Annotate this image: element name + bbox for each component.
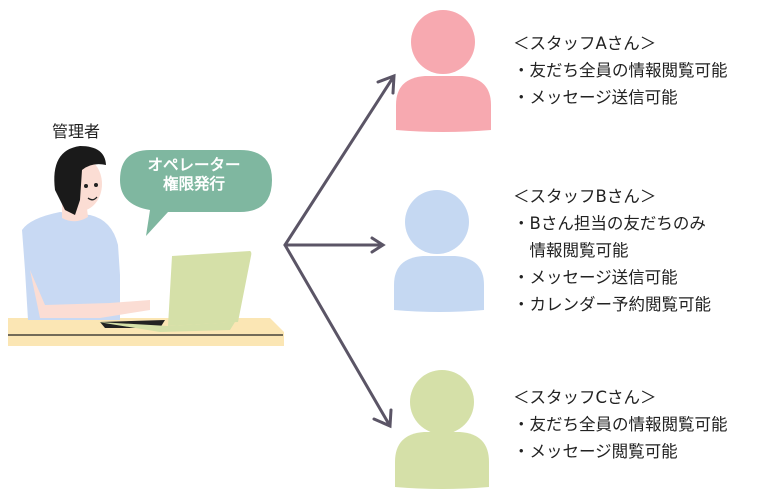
staff-a-avatar-icon [396, 10, 491, 132]
staff-c-avatar-icon [395, 370, 489, 489]
staff-c-text: ＜スタッフCさん＞ ・友だち全員の情報閲覧可能 ・メッセージ閲覧可能 [513, 384, 728, 465]
permission-item: ・Bさん担当の友だちのみ [513, 214, 706, 233]
permission-item: ・カレンダー予約閲覧可能 [513, 295, 711, 314]
staff-title: ＜スタッフBさん＞ [513, 187, 657, 206]
permission-item: ・メッセージ送信可能 [513, 268, 678, 287]
permission-item: ・メッセージ閲覧可能 [513, 442, 678, 461]
bubble-line-1: オペレーター [147, 156, 241, 174]
permission-item: ・メッセージ送信可能 [513, 88, 678, 107]
staff-b-avatar-icon [394, 190, 484, 312]
arrows [283, 73, 396, 429]
staff-title: ＜スタッフAさん＞ [513, 34, 657, 53]
laptop-icon [98, 251, 252, 332]
bubble-line-2: 権限発行 [162, 175, 225, 193]
permission-item: ・友だち全員の情報閲覧可能 [513, 61, 728, 80]
admin-person-icon [22, 146, 150, 320]
staff-title: ＜スタッフCさん＞ [513, 388, 657, 407]
staff-a-text: ＜スタッフAさん＞ ・友だち全員の情報閲覧可能 ・メッセージ送信可能 [513, 30, 728, 111]
bubble-text: オペレーター権限発行 [124, 156, 264, 194]
permission-item: ・友だち全員の情報閲覧可能 [513, 415, 728, 434]
speech-bubble [120, 150, 272, 236]
admin-label: 管理者 [52, 122, 101, 141]
permission-item: 情報閲覧可能 [513, 241, 629, 260]
staff-b-text: ＜スタッフBさん＞ ・Bさん担当の友だちのみ 情報閲覧可能 ・メッセージ送信可能… [513, 183, 711, 318]
